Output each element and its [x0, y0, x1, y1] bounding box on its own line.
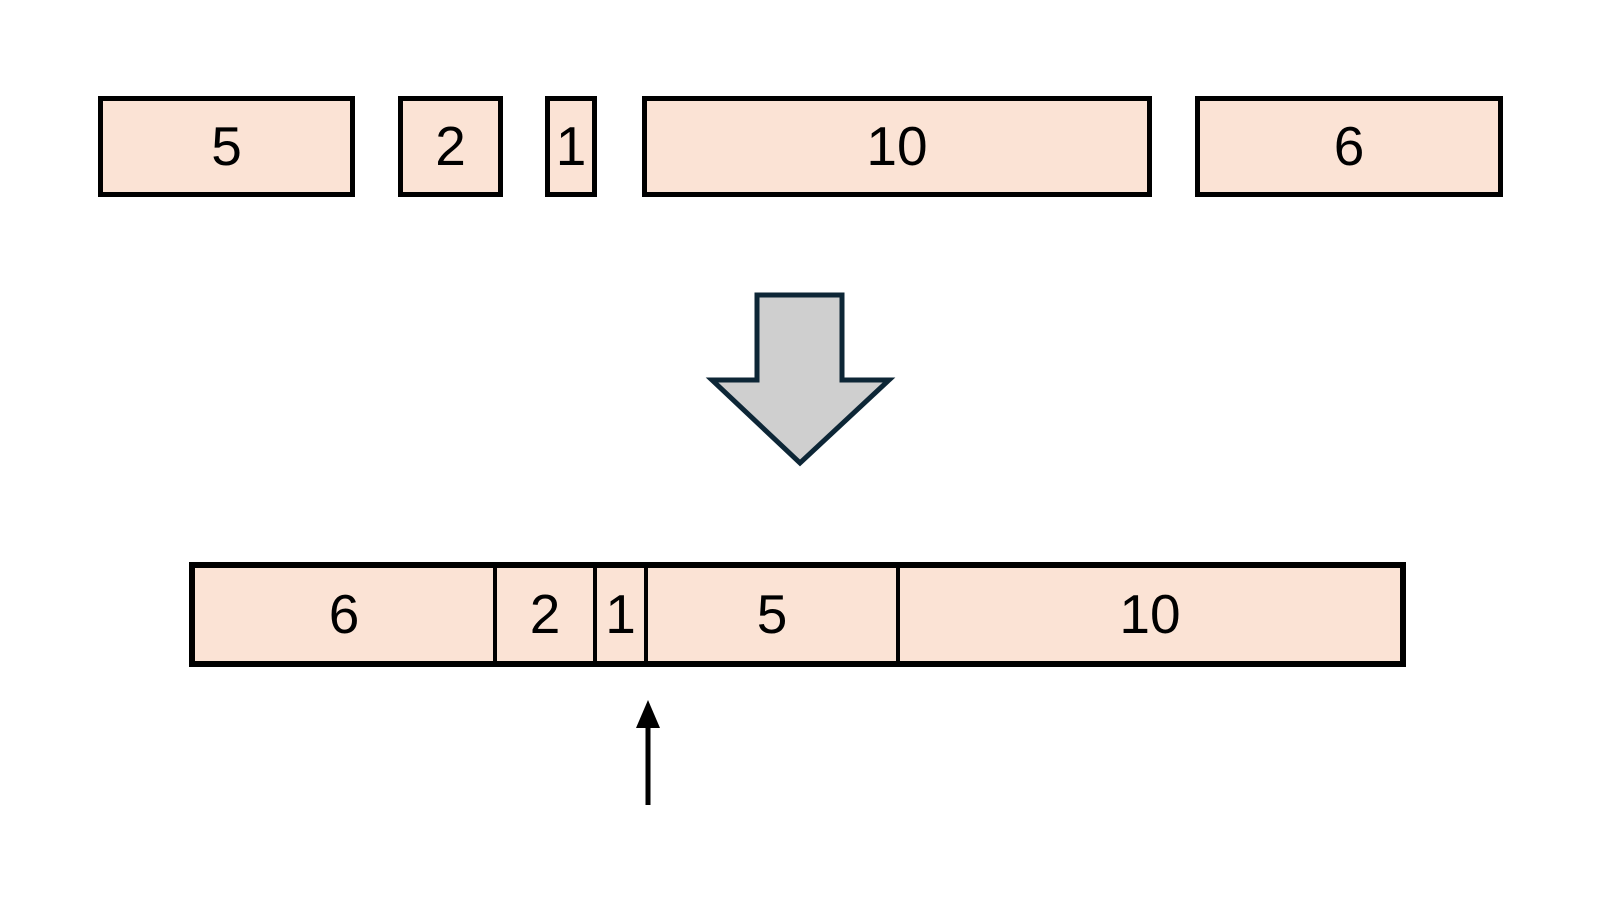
- top-block: 1: [545, 96, 597, 197]
- top-block: 10: [642, 96, 1152, 197]
- top-block: 6: [1195, 96, 1503, 197]
- down-arrow-icon: [705, 292, 896, 467]
- bottom-segment: 2: [497, 568, 597, 661]
- top-block: 2: [398, 96, 503, 197]
- top-block: 5: [98, 96, 355, 197]
- bottom-segment: 5: [648, 568, 900, 661]
- bottom-segment: 1: [597, 568, 648, 661]
- up-arrow-icon: [636, 700, 660, 805]
- bottom-bar: 6 2 1 5 10: [189, 562, 1406, 667]
- bottom-segment: 10: [1119, 583, 1181, 645]
- bottom-segment: 6: [195, 568, 497, 661]
